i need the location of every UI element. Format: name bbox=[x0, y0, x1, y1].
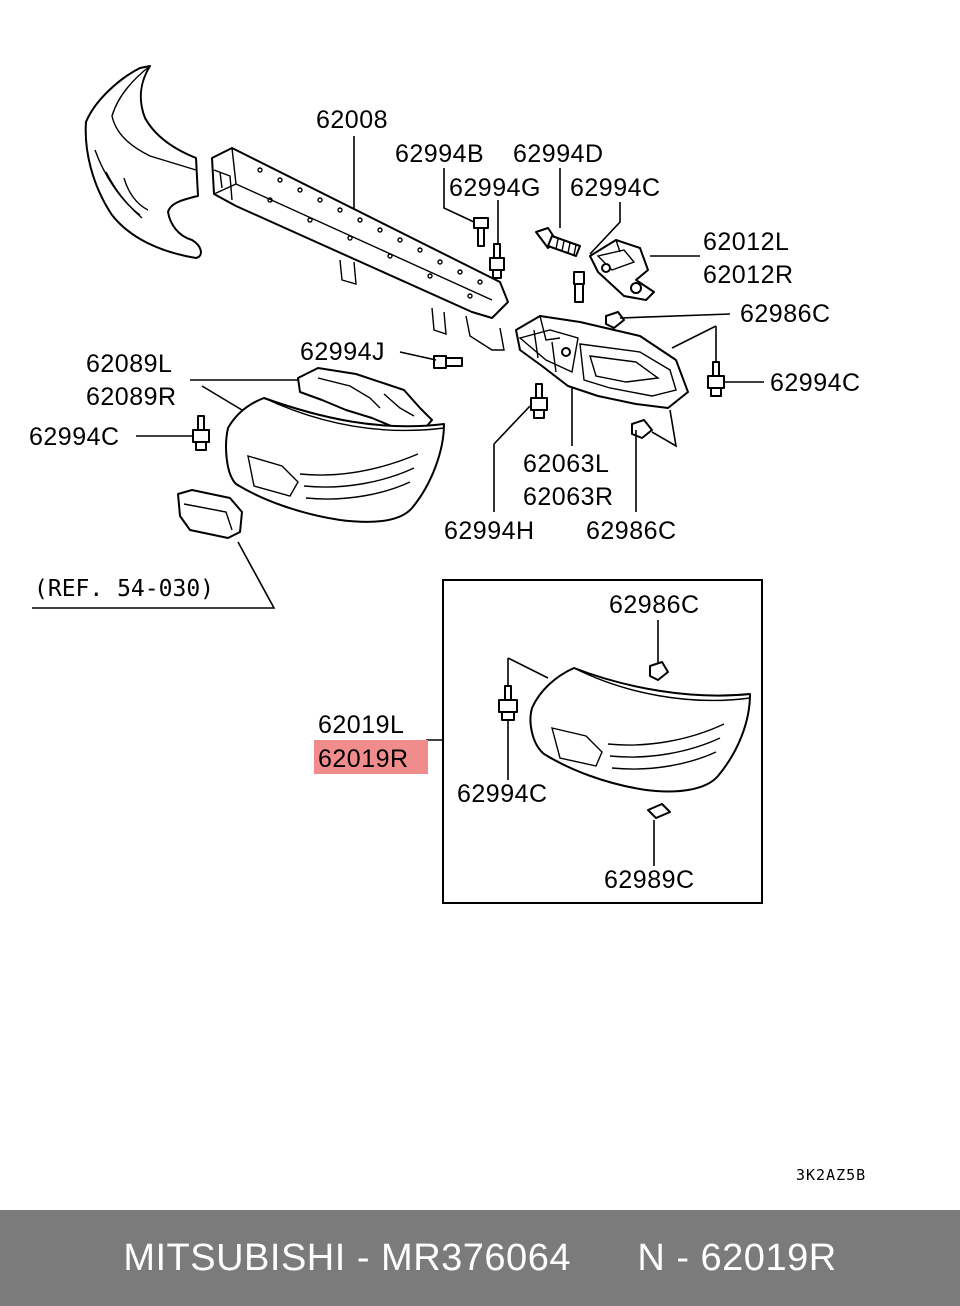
footer-gap bbox=[571, 1237, 637, 1280]
clip-62986c-top-drawing bbox=[605, 311, 625, 329]
bolt-62994j-drawing bbox=[433, 355, 463, 369]
label-62986c-mid: 62986C bbox=[586, 517, 677, 545]
footer-brand-part: MITSUBISHI - MR376064 bbox=[123, 1236, 571, 1279]
clip-62989c-drawing bbox=[647, 803, 671, 819]
label-ref-54-030: (REF. 54-030) bbox=[34, 576, 214, 602]
label-62994g: 62994G bbox=[449, 174, 541, 202]
label-62019l: 62019L bbox=[318, 711, 404, 739]
label-62989c: 62989C bbox=[604, 866, 695, 894]
label-62994b: 62994B bbox=[395, 140, 484, 168]
corner-bumper-lower-drawing bbox=[529, 667, 751, 793]
leader-lines-upper bbox=[32, 136, 764, 609]
label-62063l: 62063L bbox=[523, 450, 609, 478]
label-62012l: 62012L bbox=[703, 228, 789, 256]
bolt-62994c-box-drawing bbox=[498, 685, 518, 721]
bolt-62994c-upper-drawing bbox=[573, 271, 585, 303]
bumper-shell-drawing bbox=[84, 65, 202, 259]
bolt-62994b-drawing bbox=[473, 217, 489, 247]
bolt-62994c-left-drawing bbox=[192, 415, 210, 451]
label-62994c-top: 62994C bbox=[570, 174, 661, 202]
bracket-62012-drawing bbox=[589, 239, 655, 301]
label-62089r: 62089R bbox=[86, 383, 177, 411]
label-62994c-right: 62994C bbox=[770, 369, 861, 397]
label-62089l: 62089L bbox=[86, 350, 172, 378]
bolt-62994g-drawing bbox=[489, 243, 505, 279]
footer-bar: MITSUBISHI - MR376064 N - 62019R bbox=[0, 1210, 960, 1306]
label-62986c-box: 62986C bbox=[609, 591, 700, 619]
part-labels: 62008 62994B 62994D 62994G 62994C 62012L… bbox=[29, 106, 866, 1184]
bolt-62994c-right-drawing bbox=[707, 361, 725, 397]
label-62994j: 62994J bbox=[300, 338, 385, 366]
detail-box bbox=[426, 579, 763, 904]
label-62994h: 62994H bbox=[444, 517, 535, 545]
parts-diagram: 62008 62994B 62994D 62994G 62994C 62012L… bbox=[29, 65, 866, 1184]
label-62994d: 62994D bbox=[513, 140, 604, 168]
clip-drawings bbox=[192, 311, 725, 451]
clip-62986c-mid-drawing bbox=[631, 419, 653, 439]
label-62063r: 62063R bbox=[523, 483, 614, 511]
label-62994c-box: 62994C bbox=[457, 780, 548, 808]
fog-lamp-drawing bbox=[177, 489, 243, 539]
diagram-code: 3K2AZ5B bbox=[796, 1166, 866, 1184]
bolt-62994d-drawing bbox=[535, 227, 581, 257]
clip-62986c-box-drawing bbox=[649, 661, 669, 681]
label-62012r: 62012R bbox=[703, 261, 794, 289]
reinforcement-beam-drawing bbox=[211, 147, 509, 351]
label-62008: 62008 bbox=[316, 106, 388, 134]
stay-62063-drawing bbox=[515, 315, 689, 409]
label-62994c-left: 62994C bbox=[29, 423, 120, 451]
label-62019r: 62019R bbox=[318, 745, 409, 773]
bolt-62994h-drawing bbox=[530, 383, 548, 419]
highlight-62019r bbox=[314, 740, 428, 774]
label-62986c-top: 62986C bbox=[740, 300, 831, 328]
bolt-drawings-top bbox=[473, 217, 585, 303]
corner-bumper-upper-drawing bbox=[225, 397, 445, 523]
footer-ref: N - 62019R bbox=[637, 1236, 837, 1279]
